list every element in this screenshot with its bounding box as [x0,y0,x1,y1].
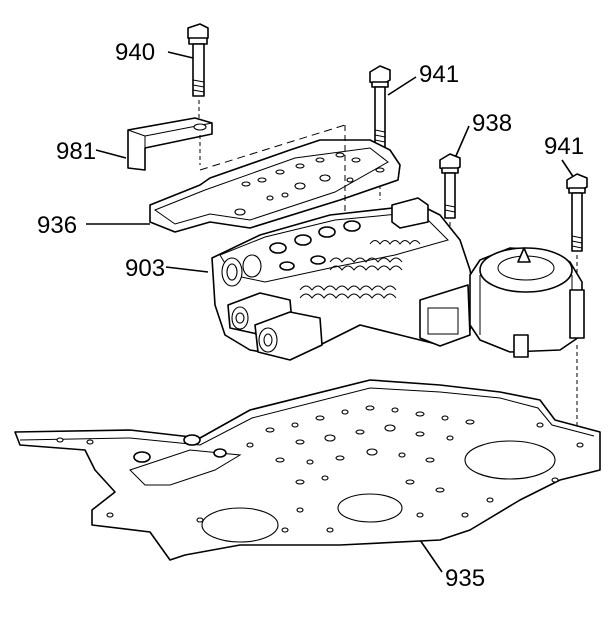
leader-941-right [561,159,575,179]
callout-941-top: 941 [419,61,459,88]
leader-940 [167,51,194,59]
callout-935: 935 [445,565,485,592]
bolt-940 [187,23,209,118]
leader-lines [86,51,575,573]
callout-940: 940 [115,39,155,66]
leader-903 [165,266,209,273]
callout-941-right: 941 [544,133,584,160]
valve-body-903 [211,197,585,361]
channel-plate-935 [14,379,601,561]
leader-981 [95,149,127,159]
leader-941-top [387,76,417,96]
plate-opening-center [337,493,403,523]
plate-opening-right [464,440,556,480]
spacer-plate-936 [149,124,401,300]
plate-bolt-heads [133,434,227,463]
callout-981: 981 [56,138,96,165]
callout-903: 903 [125,255,165,282]
bracket-981 [127,117,213,171]
plate-opening-left [201,507,279,543]
callout-936: 936 [37,212,77,239]
callout-938: 938 [472,110,512,137]
plate-passages [56,405,584,533]
solenoid-lower [254,311,323,361]
valve-spools [299,240,421,299]
bolt-941-right [566,173,588,440]
leader-935 [419,539,443,573]
accumulator-housing [469,247,585,358]
